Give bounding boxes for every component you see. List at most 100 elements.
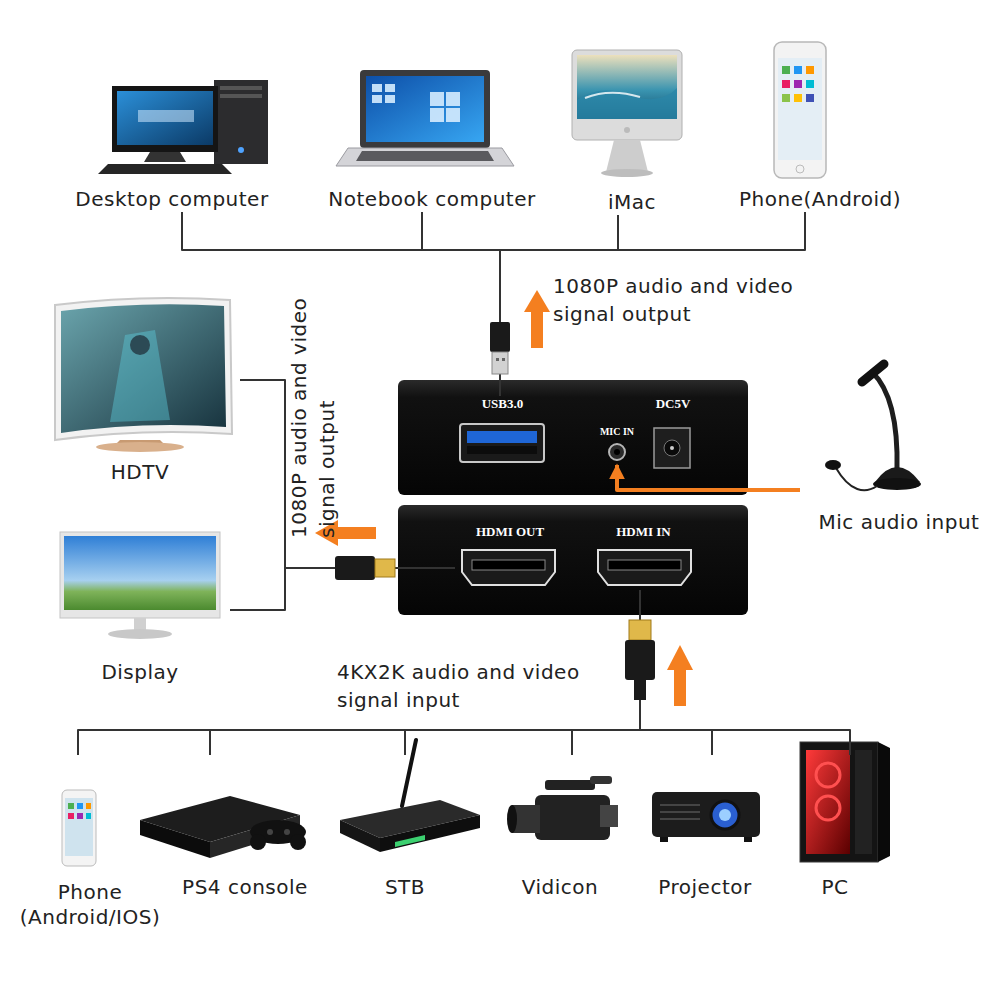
- microphone-illustration: [872, 372, 897, 470]
- device-box: Mic audio input: [800, 355, 998, 535]
- hdmi-plug: [375, 559, 395, 577]
- usb-plug: [490, 322, 510, 374]
- set-top-box-illustration: [340, 800, 480, 838]
- notebook-computer-illustration: [356, 151, 494, 161]
- phone-illustration: [86, 803, 91, 809]
- hdtv-illustration: [96, 442, 184, 452]
- cable-connector: [500, 215, 618, 396]
- cable-connector: [210, 590, 640, 755]
- cable-connector: [640, 590, 850, 755]
- projector-illustration: [652, 792, 760, 837]
- ps4-console-illustration: [250, 834, 266, 850]
- phone-illustration: [77, 813, 83, 819]
- ps4-console-illustration: [290, 834, 306, 850]
- microphone-illustration: [862, 364, 884, 382]
- desktop-computer-illustration: [98, 80, 268, 174]
- pc-tower-illustration: [816, 796, 840, 820]
- hdtv-illustration: [130, 335, 150, 355]
- video-camera-illustration: [507, 776, 618, 840]
- device-box: Vidicon: [495, 755, 625, 900]
- imac-illustration: [606, 140, 648, 172]
- android-phone-illustration: [774, 42, 826, 178]
- device-label: iMac: [608, 190, 656, 215]
- phone-illustration: [65, 798, 93, 856]
- microphone-illustration: [825, 460, 841, 470]
- imac-illustration: [585, 93, 640, 98]
- android-phone-illustration: [778, 58, 822, 160]
- display-illustration: [134, 618, 146, 632]
- device-box: Desktop computer: [55, 75, 289, 212]
- projector-illustration: [660, 804, 700, 806]
- hdmi-plug: [625, 640, 655, 680]
- hdmi-plug: [629, 620, 651, 640]
- android-phone-illustration: [794, 94, 802, 102]
- port-box: HDMI OUT: [455, 524, 565, 590]
- pc-tower-illustration: [855, 750, 872, 854]
- android-phone-illustration: [794, 80, 802, 88]
- hdmi-plug: [335, 556, 375, 580]
- signal-direction-arrow: [524, 290, 550, 348]
- display-illustration: [60, 532, 220, 639]
- android-phone-illustration: [782, 66, 790, 74]
- phone-illustration: [68, 803, 74, 809]
- desktop-computer-illustration: [214, 80, 268, 164]
- cable-connector: [617, 465, 800, 490]
- capture-card-bottom-panel: [398, 505, 748, 615]
- display-illustration: [60, 532, 220, 618]
- port-label: HDMI IN: [616, 524, 671, 539]
- device-label: Notebook computer: [328, 187, 535, 212]
- desktop-computer-illustration: [138, 110, 194, 122]
- microphone-illustration: [873, 478, 921, 490]
- notebook-computer-illustration: [372, 84, 460, 122]
- desktop-computer-illustration: [220, 94, 262, 98]
- capture-card-top-panel: [398, 380, 748, 495]
- device-box: Display: [50, 525, 230, 685]
- capture-card-top-panel: [467, 446, 537, 454]
- hdmi-plug: [335, 556, 395, 580]
- notebook-computer-illustration: [360, 70, 490, 148]
- device-label: Vidicon: [522, 875, 598, 900]
- signal-note: 4KX2K audio and video signal input: [337, 658, 622, 714]
- video-camera-illustration: [600, 805, 618, 827]
- signal-note: 1080P audio and video signal output: [285, 258, 341, 538]
- notebook-computer-illustration: [385, 84, 395, 92]
- port-label: USB3.0: [482, 396, 524, 411]
- signal-direction-arrow: [667, 645, 693, 706]
- ps4-console-illustration: [267, 829, 273, 835]
- android-phone-illustration: [782, 94, 790, 102]
- capture-card-top-panel: [398, 380, 748, 495]
- projector-illustration: [660, 811, 700, 813]
- device-label: PC: [821, 875, 848, 900]
- port-label: MIC IN: [600, 424, 634, 439]
- capture-card-bottom-panel: [462, 550, 555, 585]
- cable-connector: [182, 212, 500, 396]
- desktop-computer-illustration: [117, 91, 213, 145]
- notebook-computer-illustration: [430, 92, 444, 106]
- ps4-console-illustration: [140, 796, 300, 842]
- notebook-computer-illustration: [446, 108, 460, 122]
- notebook-computer-illustration: [385, 95, 395, 103]
- device-box: Projector: [640, 755, 770, 900]
- usb-plug: [496, 358, 499, 361]
- connector-group: [78, 212, 850, 755]
- imac-illustration: [624, 127, 630, 133]
- capture-card-bottom-panel: [398, 505, 748, 615]
- projector-illustration: [660, 818, 700, 820]
- projector-illustration: [660, 837, 668, 842]
- device-label: Phone(Android): [739, 187, 901, 212]
- capture-card-bottom-panel: [598, 550, 691, 585]
- device-label: HDTV: [111, 460, 169, 485]
- cable-connector: [500, 212, 805, 396]
- desktop-computer-illustration: [220, 86, 262, 90]
- notebook-computer-illustration: [430, 108, 444, 122]
- capture-card-top-panel: [614, 449, 620, 455]
- device-box: Phone(Android): [722, 38, 918, 212]
- notebook-computer-illustration: [366, 76, 484, 142]
- phone-illustration: [77, 803, 83, 809]
- device-box: HDTV: [40, 295, 240, 485]
- microphone-illustration: [836, 468, 877, 490]
- port-label: HDMI OUT: [476, 524, 544, 539]
- desktop-computer-illustration: [144, 152, 186, 162]
- capture-card-bottom-panel: [608, 560, 681, 570]
- notebook-computer-illustration: [336, 70, 514, 166]
